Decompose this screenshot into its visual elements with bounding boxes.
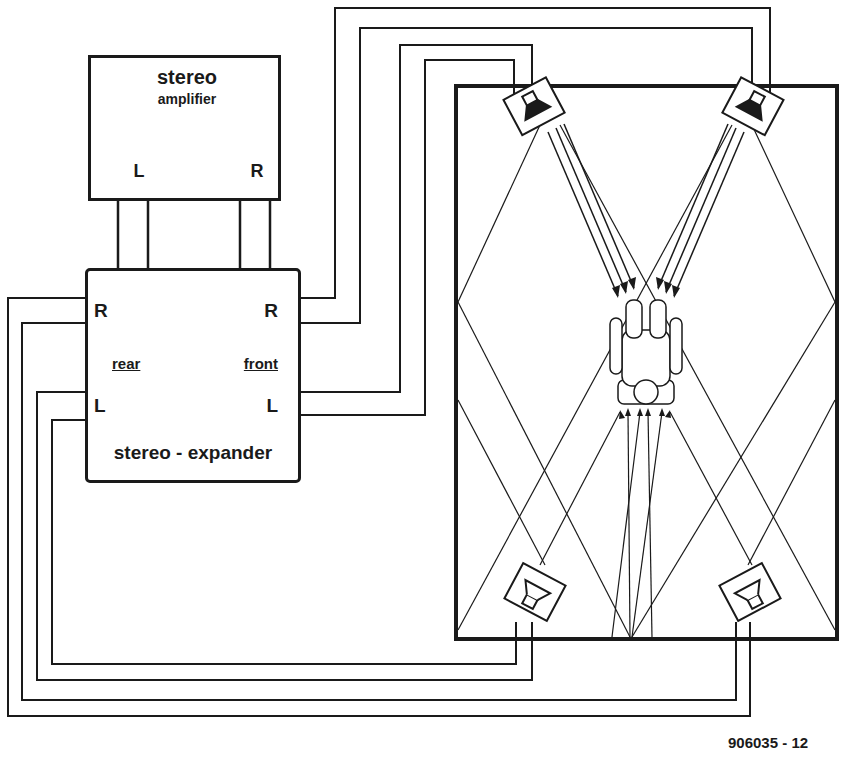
box-label: R [264,301,278,322]
box-label: R [251,162,264,182]
box-label: rear [112,356,140,373]
box-label: stereo - expander [114,443,272,464]
box-label: L [94,396,106,417]
box-label: front [244,356,278,373]
loudspeaker [503,77,783,621]
box-label: stereo [157,66,217,88]
speaker-cable [240,201,270,268]
expander-box: RrearL RfrontLstereo - expander [85,268,301,483]
speaker-cable [118,201,148,268]
direct-sound-arrows [548,124,744,296]
box-label: L [134,162,145,182]
box-label: L [266,396,278,417]
amplifier-box: stereo amplifierL R [88,55,281,201]
figure-number: 906035 - 12 [726,734,810,751]
rear-speaker-wires [8,298,750,716]
listening-room [456,86,837,639]
listener [610,300,682,404]
box-label: R [94,301,108,322]
box-label: amplifier [158,92,216,107]
front-speaker-wires [300,8,770,415]
sound-rays [458,125,835,637]
